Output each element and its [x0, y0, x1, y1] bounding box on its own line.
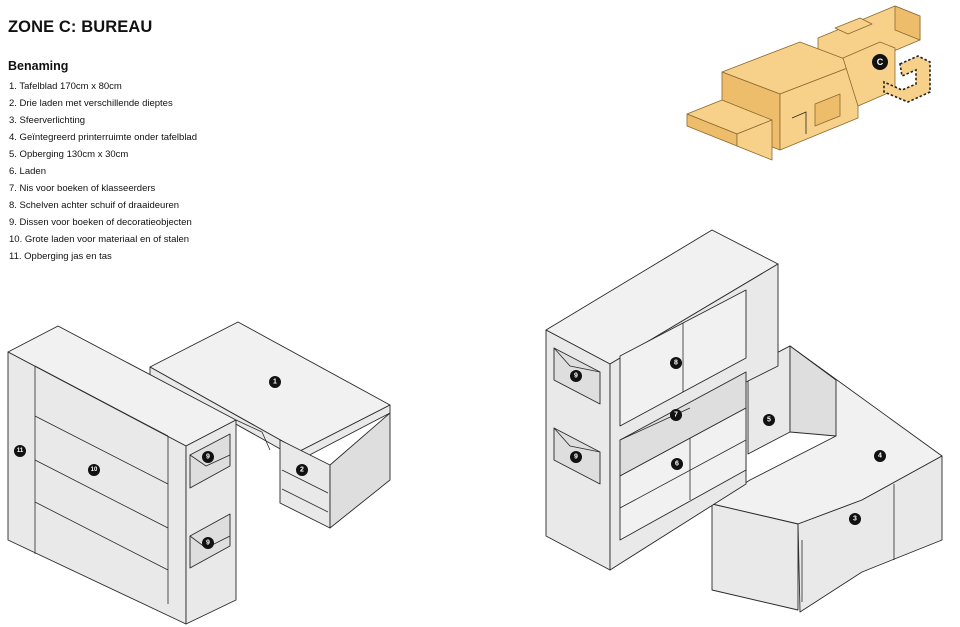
- svg-text:10: 10: [91, 467, 98, 473]
- svg-text:4: 4: [878, 453, 882, 460]
- marker-11: 11: [14, 445, 26, 457]
- legend-list: 1. Tafelblad 170cm x 80cm 2. Drie laden …: [9, 78, 197, 265]
- left-view: [7, 321, 391, 625]
- legend-item-6: 6. Laden: [9, 166, 46, 177]
- legend-item-9: 9. Dissen voor boeken of decoratieobject…: [9, 217, 192, 228]
- svg-text:2: 2: [300, 467, 304, 474]
- legend-item-1: 1. Tafelblad 170cm x 80cm: [9, 81, 122, 92]
- svg-text:5: 5: [767, 417, 771, 424]
- marker-9-left-upper: 9: [202, 451, 214, 463]
- legend-item-4: 4. Geïntegreerd printerruimte onder tafe…: [9, 132, 197, 143]
- marker-3: 3: [849, 513, 861, 525]
- marker-2: 2: [296, 464, 308, 476]
- marker-4: 4: [874, 450, 886, 462]
- marker-9-right-lower: 9: [570, 451, 582, 463]
- legend-item-7: 7. Nis voor boeken of klasseerders: [9, 183, 156, 194]
- zone-c-marker: C: [872, 54, 888, 70]
- marker-6: 6: [671, 458, 683, 470]
- legend-item-8: 8. Schelven achter schuif of draaideuren: [9, 200, 180, 211]
- svg-text:8: 8: [674, 360, 678, 367]
- marker-8: 8: [670, 357, 682, 369]
- legend-item-3: 3. Sfeerverlichting: [9, 115, 86, 126]
- svg-text:9: 9: [206, 454, 210, 461]
- svg-text:C: C: [877, 57, 884, 67]
- marker-5: 5: [763, 414, 775, 426]
- svg-text:1: 1: [273, 379, 277, 386]
- marker-9-left-lower: 9: [202, 537, 214, 549]
- right-view: [545, 229, 943, 613]
- svg-text:9: 9: [574, 454, 578, 461]
- svg-text:6: 6: [675, 461, 679, 468]
- legend-item-2: 2. Drie laden met verschillende dieptes: [9, 98, 173, 109]
- marker-7: 7: [670, 409, 682, 421]
- legend-item-11: 11. Opberging jas en tas: [9, 251, 112, 262]
- svg-text:9: 9: [574, 373, 578, 380]
- svg-text:9: 9: [206, 540, 210, 547]
- marker-10: 10: [88, 464, 100, 476]
- svg-text:3: 3: [853, 516, 857, 523]
- legend-item-10: 10. Grote laden voor materiaal en of sta…: [9, 234, 190, 245]
- legend-item-5: 5. Opberging 130cm x 30cm: [9, 149, 129, 160]
- svg-text:11: 11: [17, 448, 24, 454]
- marker-1: 1: [269, 376, 281, 388]
- page-title: ZONE C: BUREAU: [8, 18, 153, 36]
- marker-9-right-upper: 9: [570, 370, 582, 382]
- key-plan: [686, 5, 931, 161]
- svg-text:7: 7: [674, 412, 678, 419]
- legend-heading: Benaming: [8, 59, 69, 73]
